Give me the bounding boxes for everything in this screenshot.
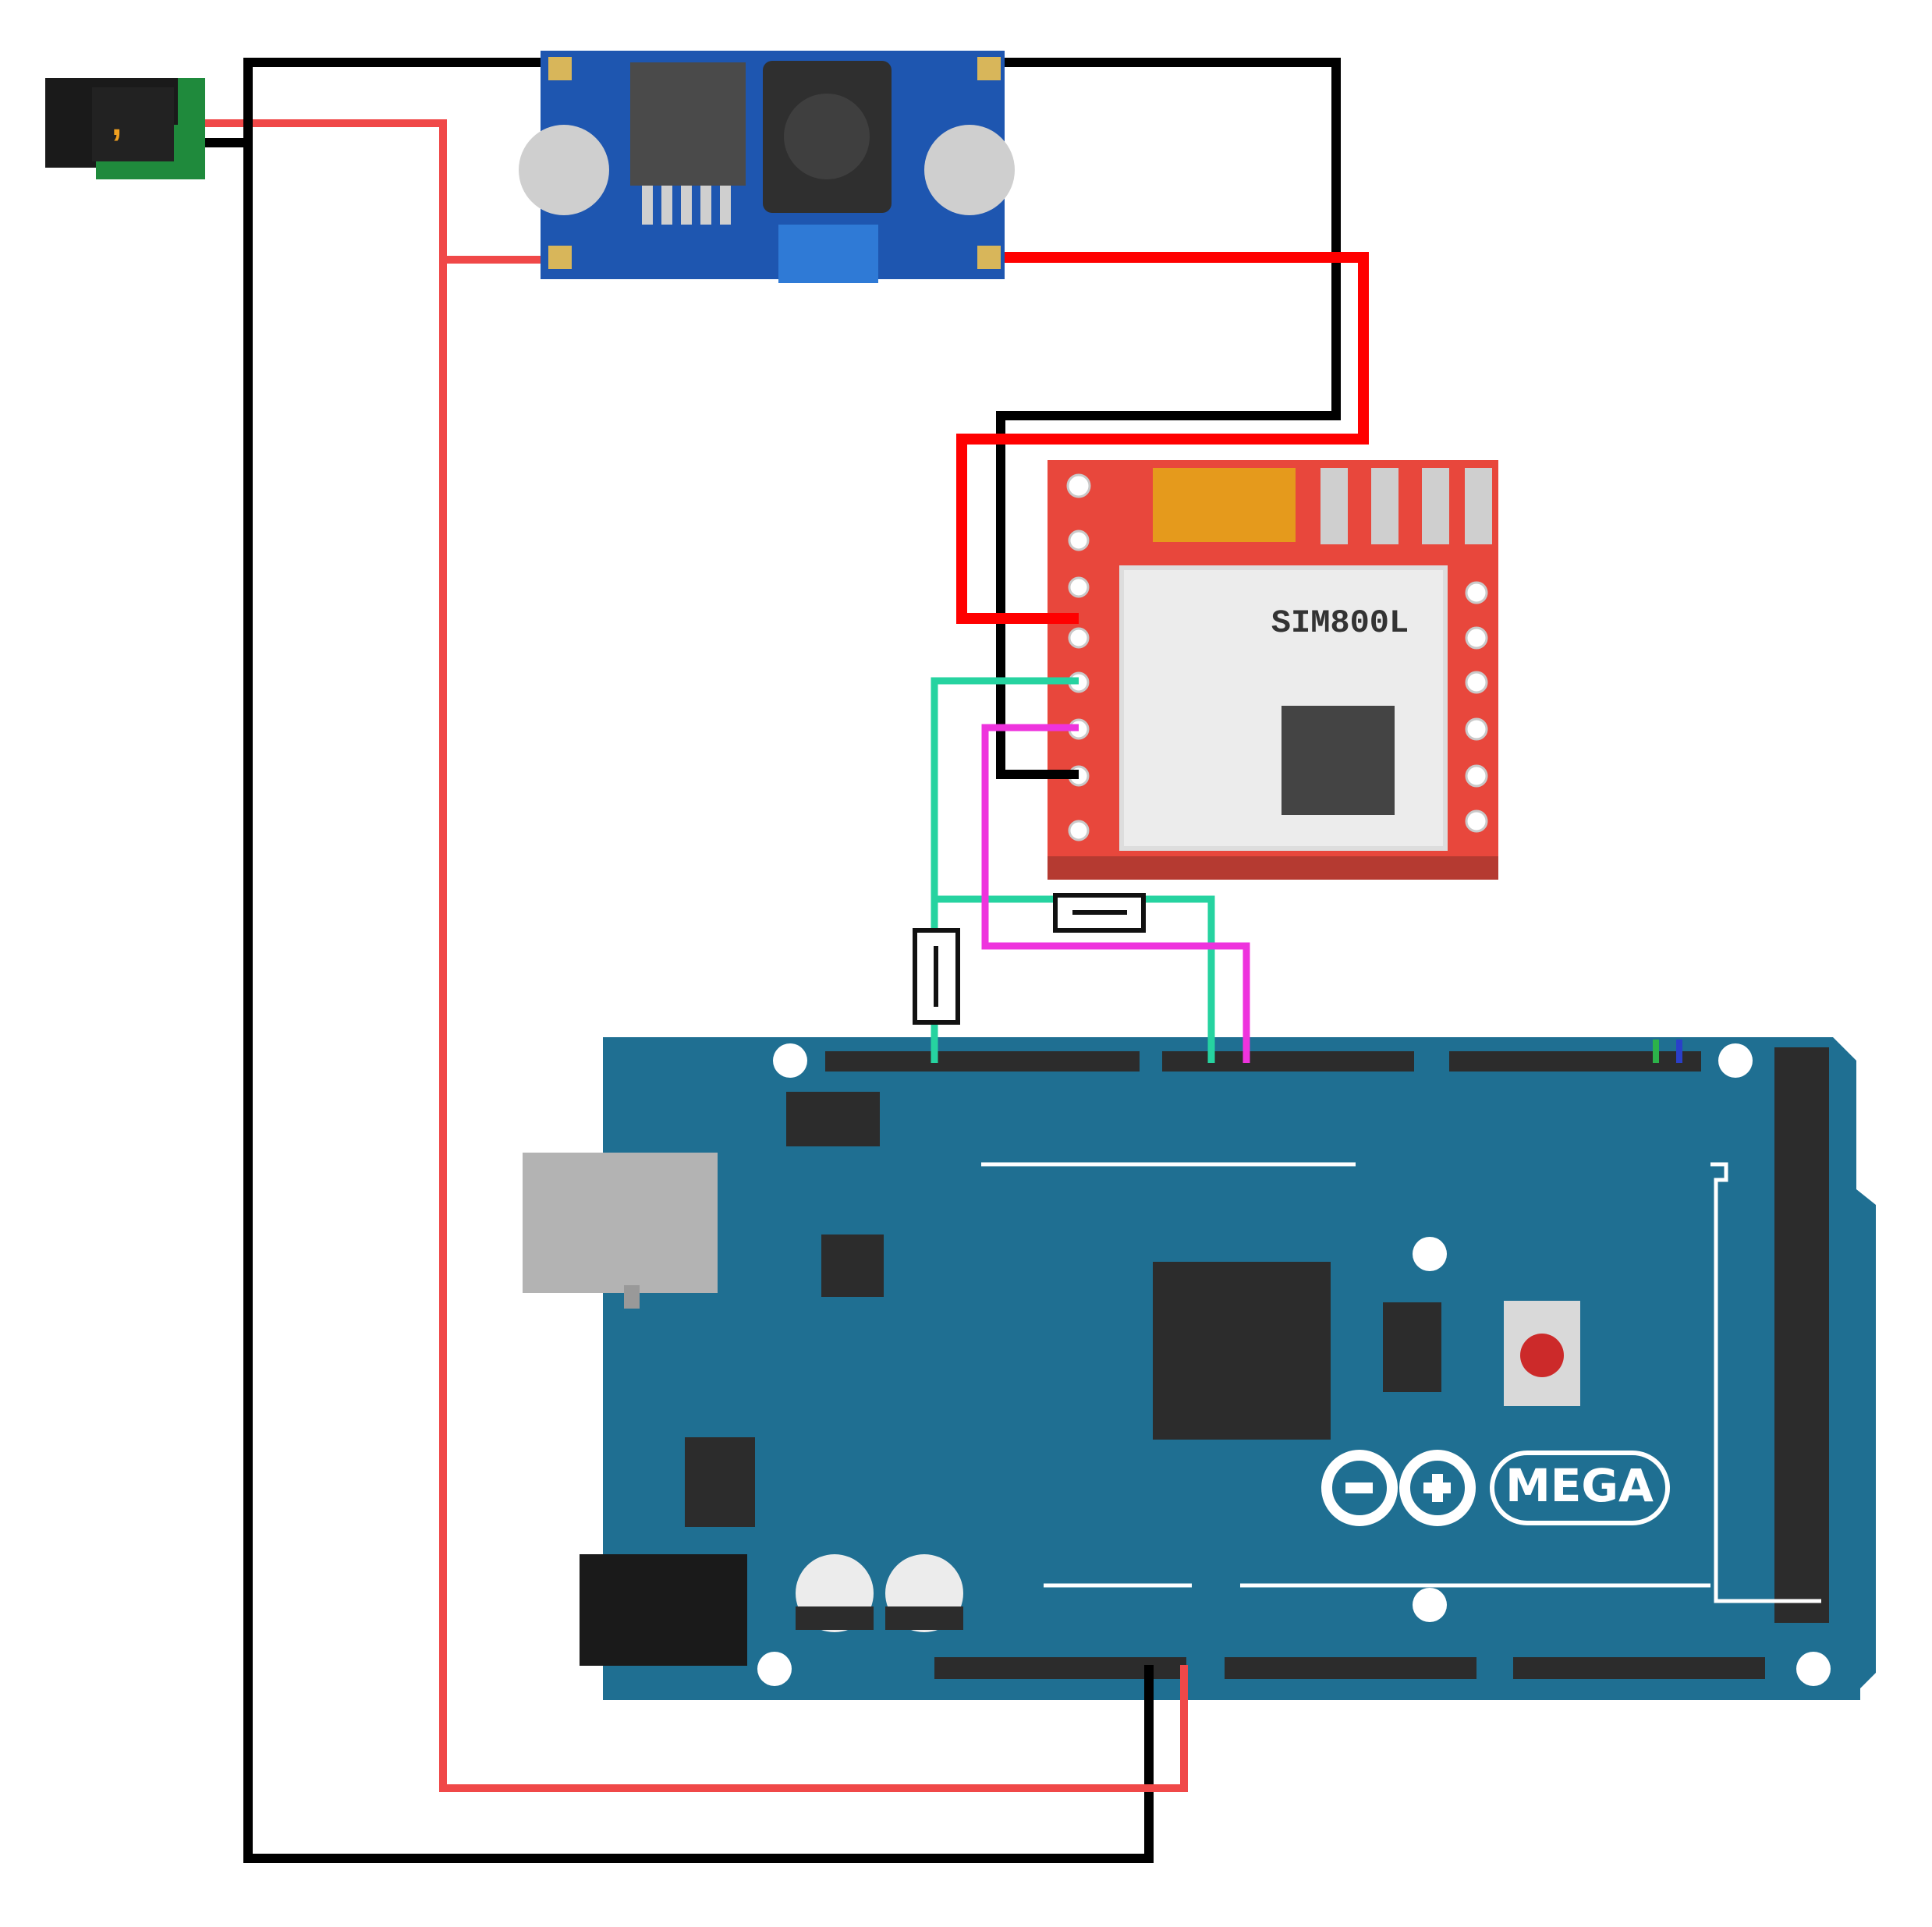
wire-gsm-tx-to-mega	[981, 724, 1250, 1063]
mega-top-header-1	[825, 1051, 1140, 1072]
mega-mcu-chip	[1153, 1262, 1331, 1440]
wire-jack-gnd-to-mega-gnd	[205, 138, 1154, 1863]
mega-right-header	[1774, 1047, 1829, 1623]
wire-jack-gnd-to-buck-in	[243, 58, 541, 143]
mega-usb-connector	[523, 1153, 718, 1293]
wires	[205, 58, 1682, 1863]
mega-logo-text: MEGA	[1505, 1459, 1654, 1512]
arduino-mega-board: MEGA	[523, 1037, 1876, 1700]
mega-bottom-header-3	[1513, 1657, 1765, 1679]
mega-icsp-header-usb	[786, 1092, 880, 1146]
buck-potentiometer	[778, 225, 878, 283]
mega-icsp-header	[1383, 1302, 1441, 1392]
gsm-module: SIM800L	[1048, 460, 1498, 880]
mega-top-header-3	[1449, 1051, 1701, 1072]
gsm-capacitor	[1153, 468, 1296, 542]
wire-buck-vout-to-gsm-vcc	[956, 252, 1369, 624]
mega-power-jack	[580, 1554, 747, 1666]
wire-jack-vin-to-mega-vin	[205, 119, 1188, 1792]
mega-bottom-header-2	[1225, 1657, 1476, 1679]
buck-output-capacitor	[924, 125, 1015, 215]
buck-regulator-ic	[630, 62, 746, 186]
wire-buck-gnd-to-gsm-gnd	[996, 58, 1341, 779]
wire-gsm-rx-to-mega	[934, 895, 1215, 1063]
buck-converter	[519, 51, 1015, 283]
resistor-2	[1053, 893, 1146, 933]
buck-input-capacitor	[519, 125, 609, 215]
arduino-logo	[1321, 1450, 1476, 1526]
mega-logo-badge	[1490, 1451, 1670, 1525]
resistor-1	[913, 928, 960, 1025]
dc-jack: ,	[45, 78, 205, 179]
mega-top-header-2	[1162, 1051, 1414, 1072]
gsm-chip-label: SIM800L	[1271, 604, 1409, 642]
svg-text:,: ,	[112, 102, 122, 143]
mega-voltage-regulator	[685, 1437, 755, 1527]
mega-usb-chip	[821, 1234, 884, 1297]
gsm-qr-code	[1282, 706, 1395, 815]
